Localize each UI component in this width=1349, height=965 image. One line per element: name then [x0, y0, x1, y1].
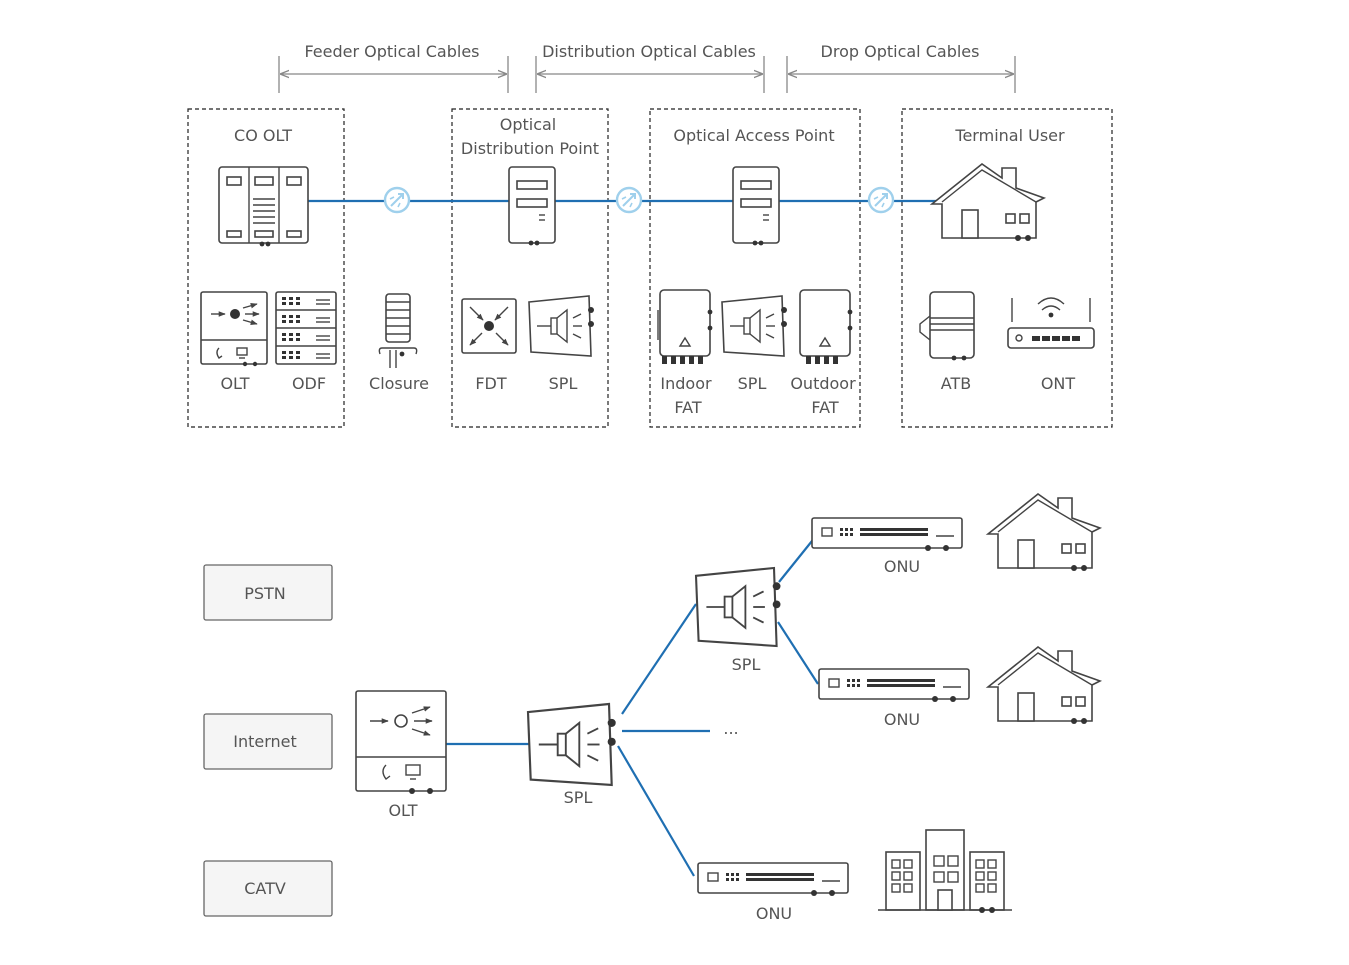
- odp-cabinet-icon: [508, 166, 556, 247]
- main-splitter-icon: [526, 702, 617, 787]
- cable-dimensions: [278, 56, 1016, 93]
- main-spl-label: SPL: [564, 788, 593, 807]
- co-olt-chassis-icon: [218, 166, 309, 247]
- closure-label: Closure: [369, 374, 429, 393]
- secondary-splitter-icon: [694, 566, 782, 648]
- fiber-connector-icon: [867, 186, 895, 214]
- drop-cables-label: Drop Optical Cables: [821, 42, 980, 61]
- feeder-cables-label: Feeder Optical Cables: [304, 42, 479, 61]
- oap-group: [649, 108, 861, 428]
- odp-title-line2: Distribution Point: [461, 139, 599, 158]
- outdoor-fat-label-line2: FAT: [811, 398, 838, 417]
- oap-cabinet-icon: [732, 166, 780, 247]
- olt-network-label: OLT: [388, 801, 417, 820]
- onu-icon: [818, 668, 970, 703]
- secondary-spl-label: SPL: [732, 655, 761, 674]
- onu-icon: [811, 517, 963, 552]
- house-icon: [987, 493, 1101, 572]
- onu-3-label: ONU: [756, 904, 792, 923]
- indoor-fat-label-line2: FAT: [674, 398, 701, 417]
- pstn-label: PSTN: [244, 584, 286, 603]
- terminal-house-icon: [931, 163, 1045, 242]
- outdoor-fat-label-line1: Outdoor: [790, 374, 856, 393]
- internet-box: [203, 713, 333, 770]
- spl-odp-label: SPL: [549, 374, 578, 393]
- onu-2-label: ONU: [884, 710, 920, 729]
- olt-network-icon: [356, 691, 446, 794]
- ont-icon: [1007, 297, 1095, 349]
- distribution-cables-label: Distribution Optical Cables: [542, 42, 756, 61]
- onu-1-label: ONU: [884, 557, 920, 576]
- terminal-user-group: [901, 108, 1113, 428]
- atb-label: ATB: [941, 374, 971, 393]
- terminal-user-title: Terminal User: [954, 126, 1065, 145]
- fdt-icon: [461, 298, 517, 354]
- indoor-fat-icon: [657, 289, 713, 364]
- atb-icon: [919, 291, 975, 361]
- odf-label: ODF: [292, 374, 326, 393]
- distribution-fiber-lines: [446, 535, 819, 877]
- co-olt-title: CO OLT: [234, 126, 292, 145]
- office-building-icon: [878, 829, 1012, 913]
- splitter-icon: [721, 295, 788, 357]
- fdt-label: FDT: [475, 374, 507, 393]
- more-branches-ellipsis: ...: [723, 719, 738, 738]
- catv-label: CATV: [244, 879, 286, 898]
- co-olt-group: [187, 108, 345, 428]
- spl-oap-label: SPL: [738, 374, 767, 393]
- oap-title: Optical Access Point: [673, 126, 834, 145]
- olt-icon: [200, 291, 268, 367]
- odp-title-line1: Optical: [500, 115, 557, 134]
- internet-label: Internet: [233, 732, 297, 751]
- odf-icon: [275, 291, 337, 365]
- house-icon: [987, 646, 1101, 725]
- fiber-connector-icon: [383, 186, 411, 214]
- fiber-connector-icon: [615, 186, 643, 214]
- outdoor-fat-icon: [799, 289, 853, 364]
- closure-icon: [378, 293, 418, 368]
- pstn-box: [203, 564, 333, 621]
- onu-icon: [697, 862, 849, 897]
- olt-label: OLT: [220, 374, 249, 393]
- ont-label: ONT: [1041, 374, 1076, 393]
- splitter-icon: [528, 295, 595, 357]
- odp-group: [451, 108, 609, 428]
- catv-box: [203, 860, 333, 917]
- indoor-fat-label-line1: Indoor: [660, 374, 712, 393]
